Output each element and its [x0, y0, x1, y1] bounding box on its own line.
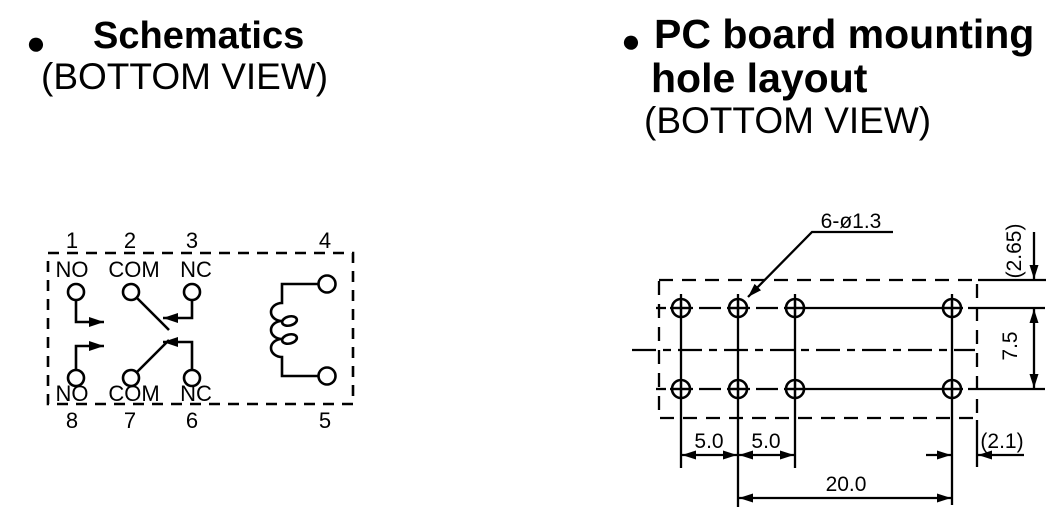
schematics-subtitle: (BOTTOM VIEW) [41, 56, 329, 97]
no-wire-top [74, 300, 104, 327]
hole-size-callout: 6-ø1.3 [747, 210, 893, 298]
coil-loop-2 [280, 332, 299, 346]
pin-number-2: 2 [124, 228, 136, 253]
switch-pole-bottom [66, 337, 202, 388]
dim-label: 5.0 [751, 430, 780, 453]
com-contact-top [121, 282, 141, 302]
com-contact-bottom [121, 368, 141, 388]
contact-labels-top: NO COM NC [56, 257, 212, 282]
dim-pitch-right: 5.0 [739, 430, 794, 460]
dim-right-edge-offset: (2.1) [926, 430, 1024, 460]
nc-wire-top [163, 300, 194, 323]
dim-total-span: 20.0 [739, 473, 951, 503]
mounting-holes [670, 297, 963, 400]
dim-label: 5.0 [694, 430, 723, 453]
schematics-bullet-icon: ● [26, 24, 46, 61]
dim-label: 7.5 [999, 331, 1022, 360]
pin-number-3: 3 [186, 228, 198, 253]
coil-loop-1 [280, 314, 299, 328]
dim-row-spacing: 7.5 [999, 309, 1039, 388]
dim-pitch-left: 5.0 [682, 430, 737, 460]
no-wire-bottom [74, 341, 104, 370]
pin-number-1: 1 [66, 228, 78, 253]
relay-body-outline [46, 251, 355, 406]
pin-numbers-bottom: 8 7 6 5 [66, 408, 331, 433]
com-label-top: COM [108, 257, 159, 282]
dim-top-edge-offset: (2.65) [1003, 224, 1039, 279]
pin-number-6: 6 [186, 408, 198, 433]
coil-terminal-4 [317, 274, 337, 294]
no-label-top: NO [56, 257, 89, 282]
coil-winding [269, 282, 319, 378]
hole-crosshairs [672, 299, 961, 398]
pcb-title-line2: hole layout [651, 55, 868, 101]
pin-numbers-top: 1 2 3 4 [66, 228, 331, 253]
no-contact-top [66, 282, 86, 302]
pin-number-8: 8 [66, 408, 78, 433]
leader-line [747, 230, 893, 298]
coil-terminal-5 [317, 366, 337, 386]
com-armature-bottom [136, 339, 170, 373]
nc-wire-bottom [163, 337, 194, 370]
mounting-hole-layout: 6-ø1.3 (2.65) 7.5 5.0 5.0 (2.1) 20.0 [632, 210, 1046, 507]
schematic-diagram: 1 2 3 4 8 7 6 5 NO COM NC NO COM NC [46, 228, 355, 433]
pcb-title-line1: PC board mounting [654, 11, 1035, 57]
com-armature-top [136, 297, 170, 331]
dim-label: (2.1) [980, 430, 1023, 453]
pin-number-5: 5 [319, 408, 331, 433]
pcb-subtitle: (BOTTOM VIEW) [644, 100, 932, 141]
pin-number-4: 4 [319, 228, 331, 253]
hole-size-label: 6-ø1.3 [821, 210, 882, 233]
dim-label: (2.65) [1003, 224, 1026, 279]
dim-label: 20.0 [826, 473, 867, 496]
pcb-bullet-icon: ● [621, 22, 641, 59]
schematics-title: Schematics [93, 15, 305, 57]
pin-number-7: 7 [124, 408, 136, 433]
switch-pole-top [66, 282, 202, 331]
nc-label-top: NC [180, 257, 212, 282]
relay-coil [269, 274, 337, 386]
nc-contact-top [182, 282, 202, 302]
